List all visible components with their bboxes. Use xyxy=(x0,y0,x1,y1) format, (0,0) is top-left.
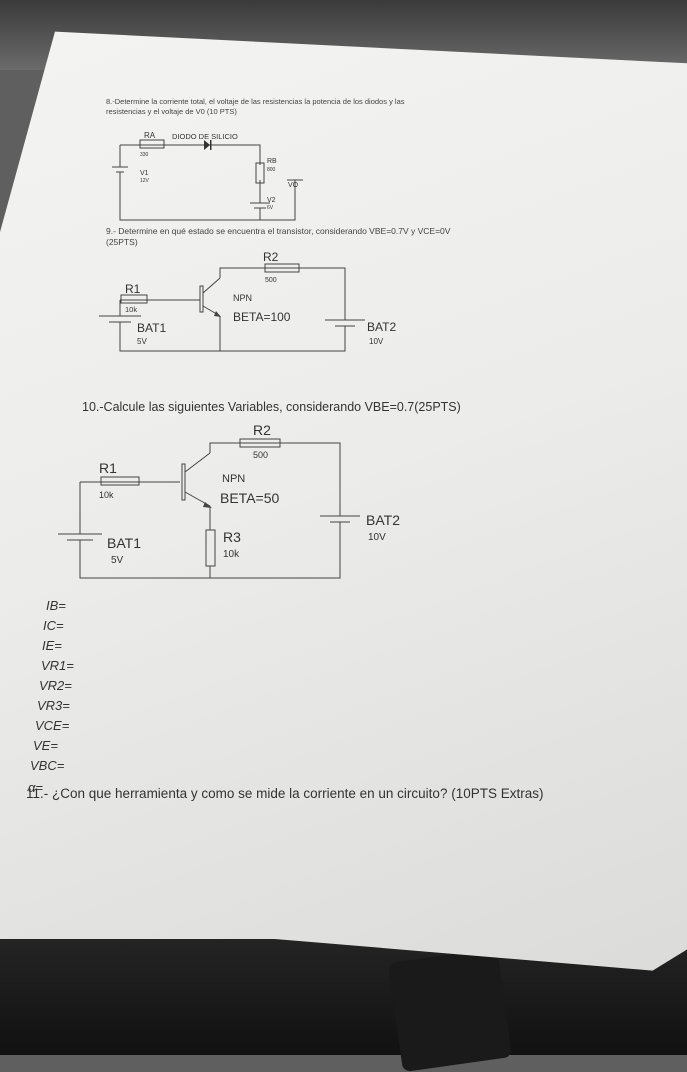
q9-npn-label: NPN xyxy=(233,293,252,303)
q10-r3-value: 10k xyxy=(223,549,240,560)
q8-text-line1: 8.-Determine la corriente total, el volt… xyxy=(106,97,405,106)
q10-transistor-base xyxy=(181,463,186,501)
q8-v1-value: 12V xyxy=(140,178,150,184)
q8-rb-value: 800 xyxy=(267,167,276,173)
var-alpha: α= xyxy=(28,780,44,795)
bag-strap xyxy=(387,947,513,1072)
q9-r2-label: R2 xyxy=(263,250,279,264)
q11-text: 11.- ¿Con que herramienta y como se mide… xyxy=(26,786,544,801)
q8-diode-symbol xyxy=(204,140,210,150)
q10-r3-resistor xyxy=(205,529,216,567)
q9-bat1-value: 5V xyxy=(137,337,147,346)
q10-r1-value: 10k xyxy=(99,490,114,500)
var-ie: IE= xyxy=(42,638,62,653)
q10-bat1-value: 5V xyxy=(111,555,124,566)
q8-circuit: RA 330 DIODO DE SILICIO RB 800 V1 12V VO… xyxy=(112,131,303,221)
var-ve: VE= xyxy=(33,738,58,753)
q8-rb-label: RB xyxy=(267,158,277,165)
q10-r3-label: R3 xyxy=(223,529,241,545)
q10-r2-resistor xyxy=(239,438,281,448)
q9-text-line2: (25PTS) xyxy=(106,237,138,247)
q9-bat2-label: BAT2 xyxy=(367,320,396,334)
q9-r1-resistor xyxy=(120,294,148,304)
q10-r2-label: R2 xyxy=(253,422,271,438)
q8-rb-resistor xyxy=(255,162,265,184)
q10-text: 10.-Calcule las siguientes Variables, co… xyxy=(82,400,461,414)
q10-npn-label: NPN xyxy=(222,473,245,485)
var-ib: IB= xyxy=(46,598,66,613)
var-ic: IC= xyxy=(43,618,64,633)
q10-bat2-value: 10V xyxy=(368,532,386,543)
q9-emitter-arrow xyxy=(214,311,221,317)
var-vce: VCE= xyxy=(35,718,70,733)
q9-circuit: R2 500 R1 10k NPN BETA=100 BAT1 5V BAT2 … xyxy=(99,250,396,352)
q9-r2-value: 500 xyxy=(265,277,277,284)
q8-v2-value: 6V xyxy=(267,205,274,211)
q9-text-line1: 9.- Determine en qué estado se encuentra… xyxy=(106,226,451,236)
q8-text-line2: resistencias y el voltaje de V0 (10 PTS) xyxy=(106,107,237,116)
q9-bat1-label: BAT1 xyxy=(137,321,166,335)
var-vr1: VR1= xyxy=(41,658,74,673)
q8-ra-resistor xyxy=(139,139,165,149)
q10-emitter-arrow xyxy=(203,502,212,508)
var-vr2: VR2= xyxy=(39,678,72,693)
q9-r2-resistor xyxy=(264,263,300,273)
q9-bat2-value: 10V xyxy=(369,337,384,346)
q8-vo-label: VO xyxy=(288,182,299,189)
q10-circuit: R2 500 R1 10k NPN BETA=50 BAT1 5V R3 10k… xyxy=(58,422,400,579)
q9-r1-value: 10k xyxy=(125,305,137,314)
q10-bat1-label: BAT1 xyxy=(107,535,141,551)
q10-beta-label: BETA=50 xyxy=(220,490,279,506)
q8-diode-label: DIODO DE SILICIO xyxy=(172,132,238,141)
var-vbc: VBC= xyxy=(30,758,65,773)
q10-r1-resistor xyxy=(100,476,140,486)
var-vr3: VR3= xyxy=(37,698,70,713)
q10-r1-label: R1 xyxy=(99,460,117,476)
q10-r2-value: 500 xyxy=(253,450,268,460)
q8-ra-value: 330 xyxy=(140,152,149,158)
q8-v2-label: V2 xyxy=(267,197,276,204)
q8-ra-label: RA xyxy=(144,131,156,140)
q9-r1-label: R1 xyxy=(125,282,141,296)
q10-bat2-label: BAT2 xyxy=(366,512,400,528)
q9-transistor-base xyxy=(199,285,204,313)
q9-beta-label: BETA=100 xyxy=(233,310,291,324)
q8-v1-label: V1 xyxy=(140,170,149,177)
